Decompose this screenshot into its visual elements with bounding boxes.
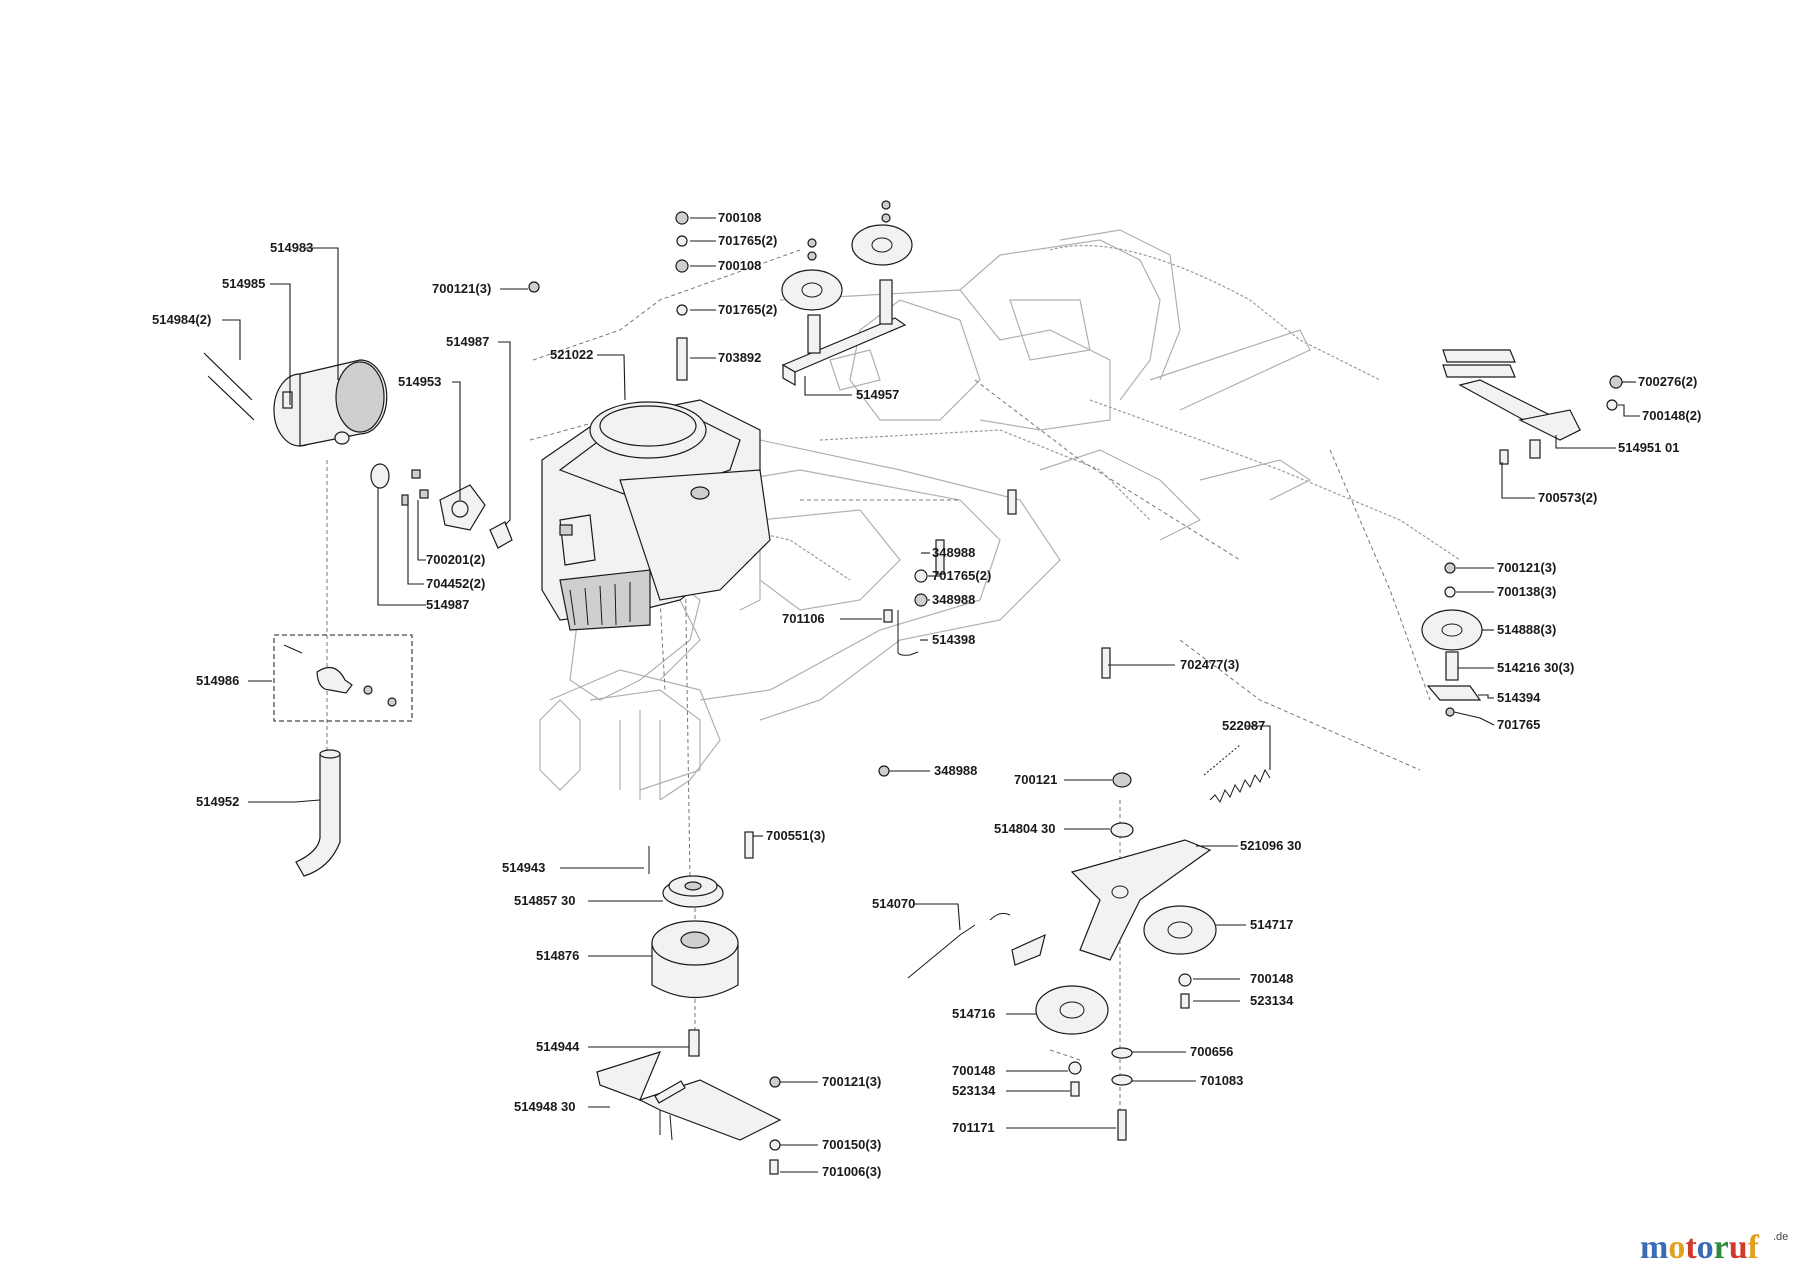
label-514985: 514985 (222, 276, 265, 291)
label-514070: 514070 (872, 896, 915, 911)
tensioner-arm (907, 744, 1241, 1141)
engine-block (541, 399, 771, 631)
label-514943: 514943 (502, 860, 545, 875)
label-701765: 701765(2) (718, 302, 777, 317)
pulley-bracket-514957 (781, 200, 913, 387)
label-702477: 702477(3) (1180, 657, 1239, 672)
label-701171: 701171 (952, 1120, 995, 1135)
label-523134: 523134 (952, 1083, 996, 1098)
label-701106: 701106 (782, 611, 825, 626)
logo-letter: t (1685, 1229, 1697, 1266)
label-348988: 348988 (934, 763, 977, 778)
label-700108: 700108 (718, 210, 761, 225)
label-514944: 514944 (536, 1039, 580, 1054)
logo-letter: f (1748, 1229, 1760, 1266)
label-700121: 700121(3) (432, 281, 491, 296)
label-700121: 700121 (1014, 772, 1057, 787)
label-700201: 700201(2) (426, 552, 485, 567)
label-348988: 348988 (932, 592, 975, 607)
clamp-group-514986 (273, 634, 413, 722)
spring-522087 (1209, 768, 1271, 804)
label-514948: 514948 30 (514, 1099, 575, 1114)
label-700121: 700121(3) (822, 1074, 881, 1089)
label-700573: 700573(2) (1538, 490, 1597, 505)
logo-letter: r (1714, 1229, 1729, 1266)
label-523134: 523134 (1250, 993, 1294, 1008)
label-701765: 701765(2) (932, 568, 991, 583)
label-514876: 514876 (536, 948, 579, 963)
assembly-guide-lines (326, 249, 1431, 1120)
fasteners-middle (878, 489, 1111, 777)
label-700148: 700148 (1250, 971, 1293, 986)
label-700150: 700150(3) (822, 1137, 881, 1152)
logo-letter: o (1668, 1229, 1685, 1266)
label-701083: 701083 (1200, 1073, 1243, 1088)
label-700148: 700148(2) (1642, 408, 1701, 423)
label-700138: 700138(3) (1497, 584, 1556, 599)
label-700551: 700551(3) (766, 828, 825, 843)
label-703892: 703892 (718, 350, 761, 365)
label-700276: 700276(2) (1638, 374, 1697, 389)
label-514957: 514957 (856, 387, 899, 402)
leader-lines (222, 217, 1640, 1173)
label-514984: 514984(2) (152, 312, 211, 327)
label-701765: 701765(2) (718, 233, 777, 248)
label-348988: 348988 (932, 545, 975, 560)
label-514716: 514716 (952, 1006, 995, 1021)
label-522087: 522087 (1222, 718, 1265, 733)
label-704452: 704452(2) (426, 576, 485, 591)
label-514983: 514983 (270, 240, 313, 255)
svg-text:motoruf: motoruf (1640, 1229, 1760, 1266)
label-701765: 701765 (1497, 717, 1540, 732)
label-700108: 700108 (718, 258, 761, 273)
label-700121: 700121(3) (1497, 560, 1556, 575)
right-pulley-group (1421, 562, 1483, 717)
clutch-stack (648, 831, 754, 1057)
label-514987: 514987 (426, 597, 469, 612)
label-514804: 514804 30 (994, 821, 1055, 836)
label-521022: 521022 (550, 347, 593, 362)
bottom-bracket-514948 (596, 1051, 782, 1175)
label-514951: 514951 01 (1618, 440, 1679, 455)
logo-letter: o (1697, 1229, 1714, 1266)
label-514717: 514717 (1250, 917, 1293, 932)
logo-letter: m (1640, 1229, 1668, 1266)
label-514952: 514952 (196, 794, 239, 809)
label-514398: 514398 (932, 632, 975, 647)
label-514394: 514394 (1497, 690, 1541, 705)
label-700148: 700148 (952, 1063, 995, 1078)
part-labels: 514983 514985 514984(2) 700121(3) 514987… (152, 210, 1701, 1179)
label-514888: 514888(3) (1497, 622, 1556, 637)
label-701006: 701006(3) (822, 1164, 881, 1179)
label-521096: 521096 30 (1240, 838, 1301, 853)
label-700656: 700656 (1190, 1044, 1233, 1059)
motoruf-logo: motoruf .de (1640, 1229, 1788, 1266)
label-514987: 514987 (446, 334, 489, 349)
right-bracket-514951 (1442, 349, 1623, 465)
exhaust-pipe (295, 749, 341, 877)
label-514857: 514857 30 (514, 893, 575, 908)
fastener-stack-top (528, 211, 689, 381)
label-514986: 514986 (196, 673, 239, 688)
muffler-assembly (203, 352, 513, 549)
logo-letter: u (1729, 1229, 1748, 1266)
label-514216: 514216 30(3) (1497, 660, 1574, 675)
label-514953: 514953 (398, 374, 441, 389)
logo-suffix: .de (1773, 1231, 1788, 1243)
